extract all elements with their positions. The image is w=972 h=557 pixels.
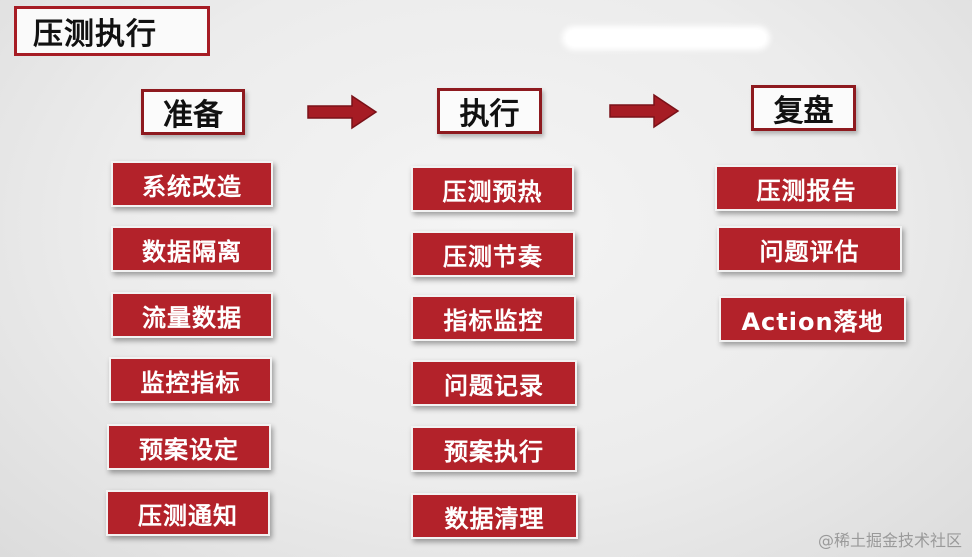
arrow-right-icon-2	[609, 93, 680, 129]
watermark: @稀土掘金技术社区	[817, 531, 962, 550]
review-item-1: 压测报告	[715, 165, 898, 211]
prepare-item-5: 预案设定	[107, 424, 271, 470]
column-header-review: 复盘	[751, 85, 856, 131]
column-header-prepare: 准备	[141, 89, 245, 135]
review-item-3: Action落地	[719, 296, 906, 342]
slide-title: 压测执行	[14, 6, 210, 56]
execute-item-6: 数据清理	[411, 493, 578, 539]
prepare-item-4: 监控指标	[109, 357, 272, 403]
execute-item-3: 指标监控	[411, 295, 576, 341]
prepare-item-6: 压测通知	[106, 490, 270, 536]
execute-item-2: 压测节奏	[411, 231, 575, 277]
arrow-right-icon	[307, 94, 378, 130]
review-item-2: 问题评估	[717, 226, 902, 272]
redacted-area	[566, 30, 766, 46]
execute-item-4: 问题记录	[411, 360, 577, 406]
prepare-item-2: 数据隔离	[111, 226, 273, 272]
prepare-item-3: 流量数据	[111, 292, 273, 338]
execute-item-5: 预案执行	[411, 426, 577, 472]
prepare-item-1: 系统改造	[111, 161, 273, 207]
execute-item-1: 压测预热	[411, 166, 574, 212]
column-header-execute: 执行	[437, 88, 542, 134]
